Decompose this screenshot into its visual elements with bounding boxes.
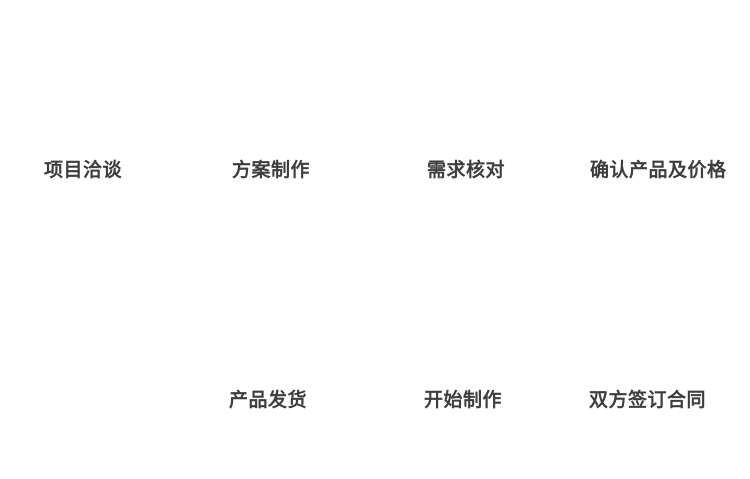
flow-step-requirement-verification: 需求核对: [427, 159, 506, 181]
flow-step-proposal-creation: 方案制作: [232, 159, 311, 181]
flow-step-confirm-product-price: 确认产品及价格: [590, 159, 727, 181]
flow-step-product-shipment: 产品发货: [229, 389, 308, 411]
flow-step-sign-contract: 双方签订合同: [589, 389, 707, 411]
flow-step-start-production: 开始制作: [424, 389, 503, 411]
flow-step-project-negotiation: 项目洽谈: [44, 159, 123, 181]
